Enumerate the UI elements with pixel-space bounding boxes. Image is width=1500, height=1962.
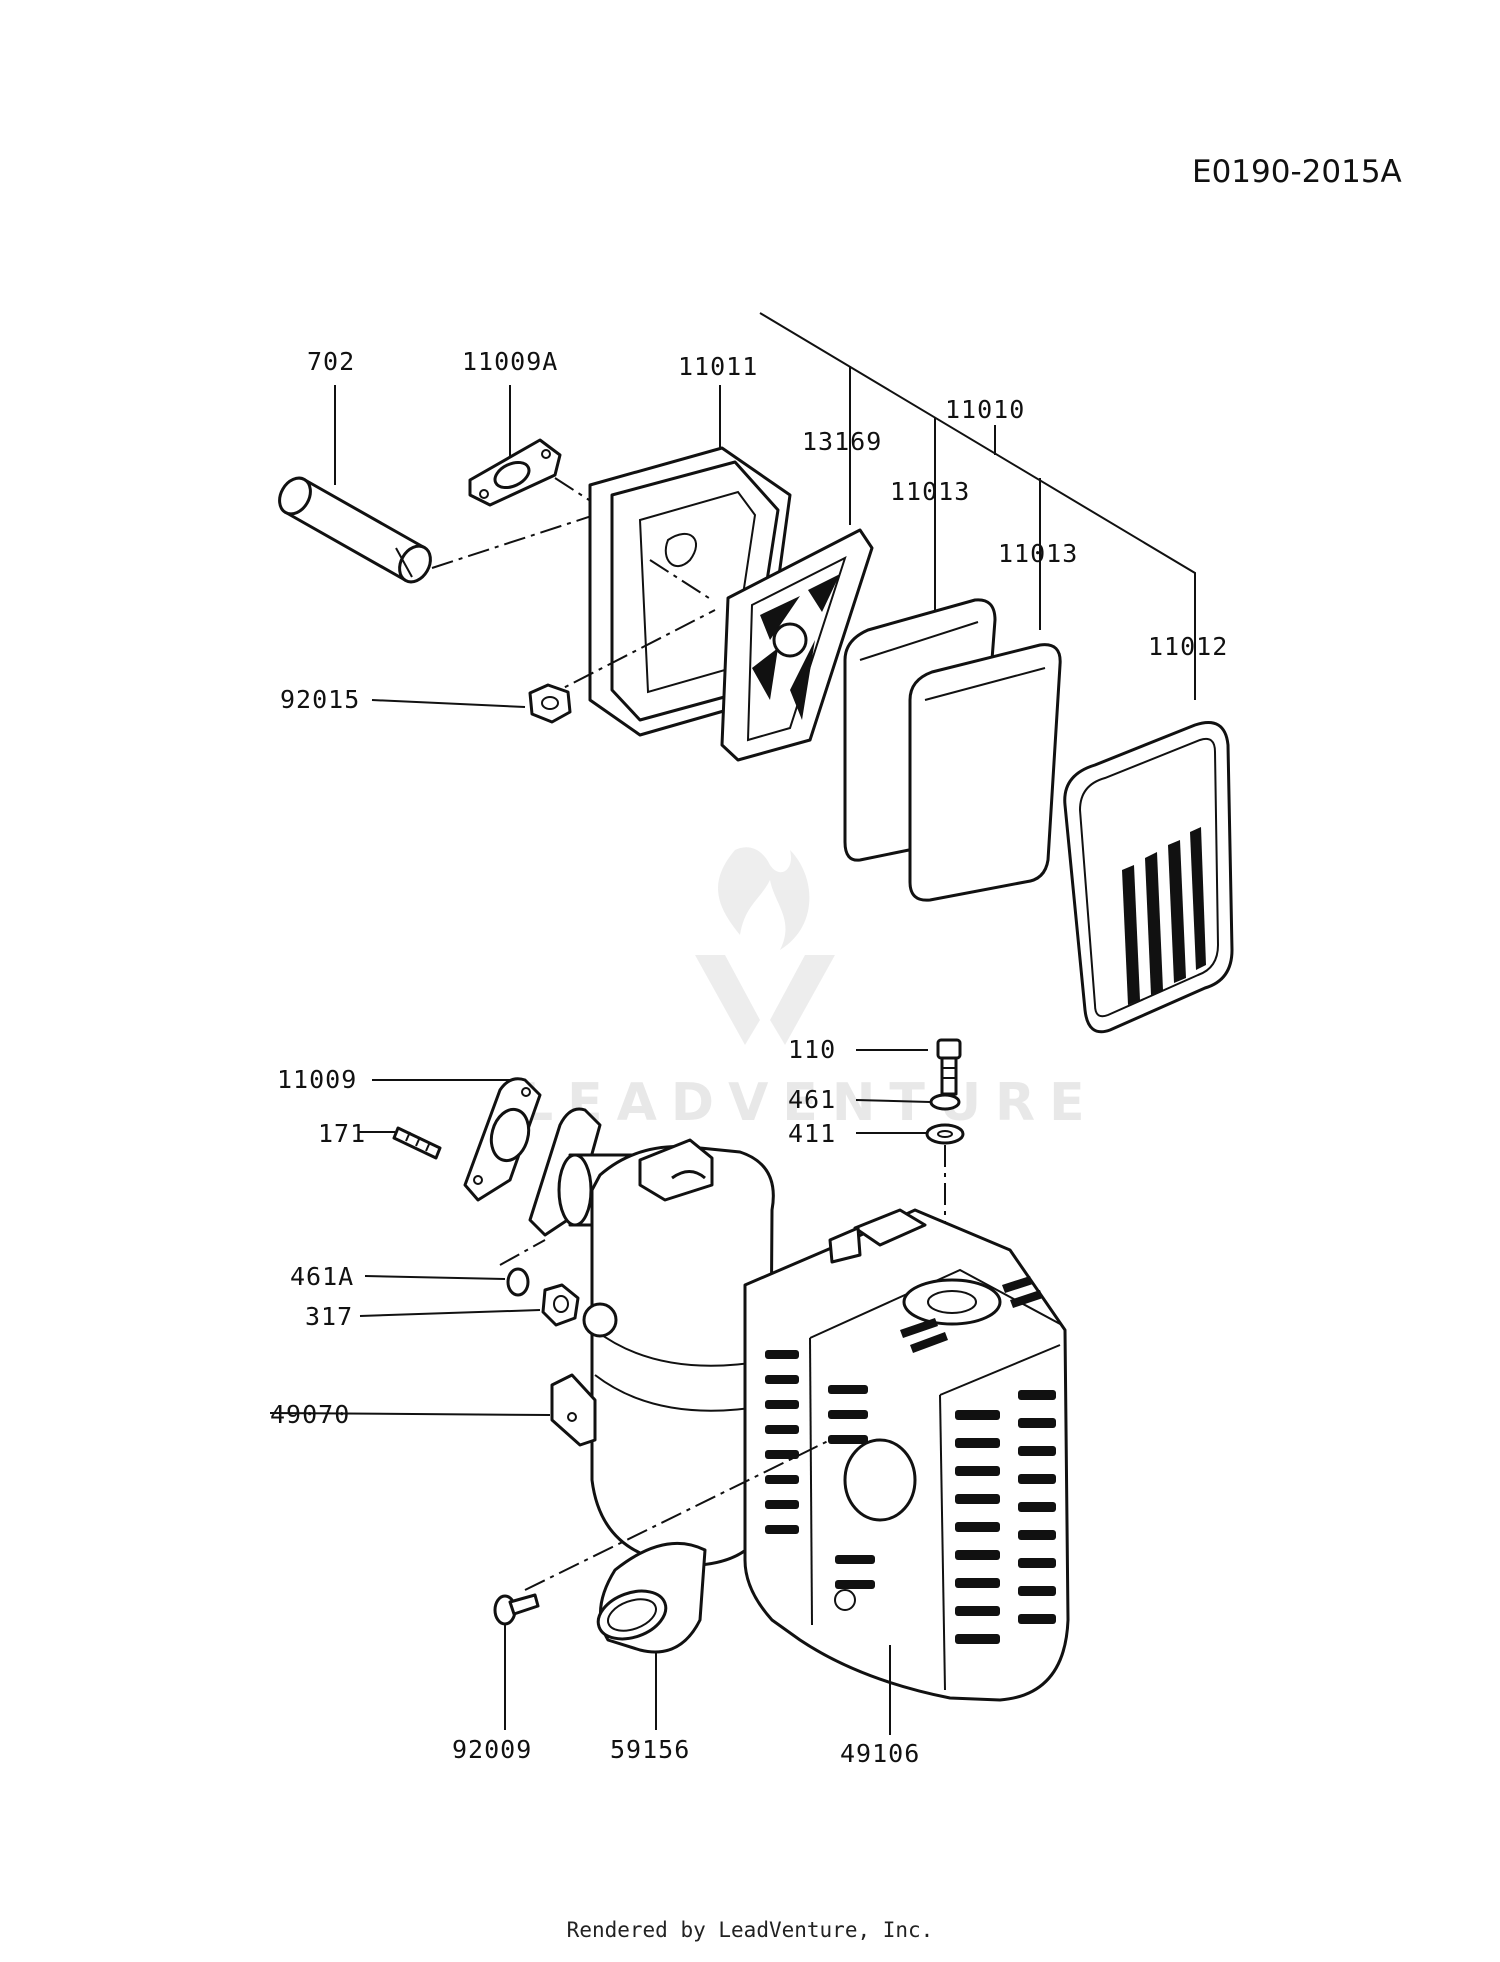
- part-461A-washer: [364, 1239, 546, 1297]
- watermark: LEADVENTURE: [520, 847, 1099, 1133]
- label-11010: 11010: [945, 395, 1025, 424]
- part-49070-muffler: [269, 1138, 775, 1567]
- label-13169: 13169: [802, 427, 882, 456]
- part-13169-support-frame: [720, 528, 874, 762]
- part-110-bolt: [856, 1038, 962, 1096]
- footer-credit: Rendered by LeadVenture, Inc.: [566, 1918, 934, 1942]
- label-49106: 49106: [840, 1739, 920, 1768]
- label-702: 702: [307, 347, 355, 376]
- part-59156-tail-pipe: [524, 1439, 831, 1730]
- part-labels: 702 11009A 11011 13169 11010 11013 11013…: [270, 347, 1228, 1768]
- label-92015: 92015: [280, 685, 360, 714]
- label-11009: 11009: [277, 1065, 357, 1094]
- label-11011: 11011: [678, 352, 758, 381]
- assembly-bracket-11010: [759, 312, 1196, 700]
- part-461-lock-washer: [855, 1093, 961, 1111]
- label-11009A: 11009A: [462, 347, 558, 376]
- part-49106-muffler-cover: [743, 1208, 1070, 1735]
- part-317-nut: [359, 1283, 580, 1327]
- part-92009-screw: [493, 1593, 540, 1730]
- part-92015-nut: [371, 683, 572, 724]
- cover-side-slots-left: [765, 1350, 799, 1534]
- label-11012: 11012: [1148, 632, 1228, 661]
- part-11009-gasket: [372, 1077, 542, 1202]
- label-411: 411: [788, 1119, 836, 1148]
- label-317: 317: [305, 1302, 353, 1331]
- label-461A: 461A: [290, 1262, 354, 1291]
- watermark-text: LEADVENTURE: [520, 1073, 1099, 1133]
- label-461: 461: [788, 1085, 836, 1114]
- label-110: 110: [788, 1035, 836, 1064]
- part-11009A-gasket: [468, 385, 621, 521]
- label-11013-front: 11013: [890, 477, 970, 506]
- cover-side-slots-right: [955, 1390, 1056, 1644]
- part-171-stud: [358, 1126, 442, 1160]
- label-171: 171: [318, 1119, 366, 1148]
- label-59156: 59156: [610, 1735, 690, 1764]
- part-11012-air-cleaner-cover: [1063, 721, 1234, 1034]
- part-702-breather-tube: [278, 385, 611, 584]
- label-11013-rear: 11013: [998, 539, 1078, 568]
- label-92009: 92009: [452, 1735, 532, 1764]
- diagram-code: E0190-2015A: [1192, 154, 1402, 190]
- label-49070: 49070: [270, 1400, 350, 1429]
- part-11013-element-rear: [908, 643, 1062, 902]
